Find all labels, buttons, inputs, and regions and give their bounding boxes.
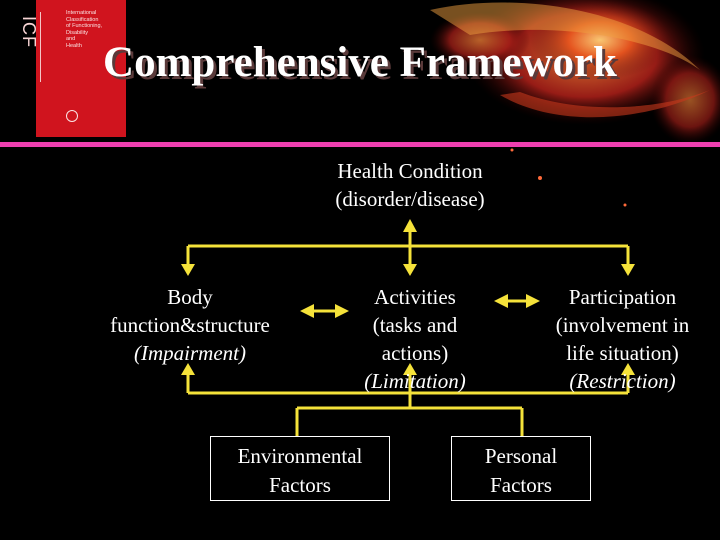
participation-line: (Restriction) — [569, 369, 676, 393]
icf-book-cover: ICF International Classification of Func… — [19, 0, 126, 137]
arrowhead-icon — [403, 219, 417, 232]
cover-line: of Functioning, — [66, 23, 103, 29]
title-divider — [0, 142, 720, 147]
activities-line: Activities — [374, 285, 456, 309]
arrowhead-icon — [403, 363, 417, 375]
arrowhead-icon — [526, 294, 540, 308]
personal-line: Factors — [490, 473, 552, 497]
arrowhead-icon — [300, 304, 314, 318]
cover-line: Disability — [66, 29, 89, 36]
activities-label: Activities (tasks and actions) (Limitati… — [345, 283, 485, 395]
body-function-label: Body function&structure (Impairment) — [80, 283, 300, 367]
arrowhead-icon — [181, 363, 195, 375]
cover-line: Classification — [66, 16, 99, 23]
cover-line: and — [66, 36, 76, 42]
health-condition-line: Health Condition — [337, 159, 483, 183]
activities-line: actions) — [381, 341, 449, 365]
personal-line: Personal — [484, 444, 558, 468]
participation-line: (involvement in — [555, 313, 690, 337]
body-line: (Impairment) — [134, 341, 246, 365]
body-line: Body — [167, 285, 213, 309]
arrowhead-icon — [181, 264, 195, 276]
body-line: function&structure — [110, 313, 270, 337]
participation-line: life situation) — [566, 341, 679, 365]
arrowhead-icon — [403, 264, 417, 276]
participation-label: Participation (involvement in life situa… — [535, 283, 710, 395]
environmental-factors-box: Environmental Factors — [210, 436, 390, 501]
cover-letters: ICF — [19, 12, 61, 82]
arrowhead-icon — [494, 294, 508, 308]
environmental-line: Environmental — [237, 444, 363, 468]
cover-line: Health — [66, 42, 82, 49]
slide-title: Comprehensive Framework — [103, 39, 617, 86]
participation-line: Participation — [568, 285, 677, 309]
cover-line: International — [66, 10, 97, 16]
title-area: Comprehensive Framework — [0, 0, 720, 100]
arrowhead-icon — [335, 304, 349, 318]
arrowhead-icon — [621, 363, 635, 375]
cover-text: International Classification of Function… — [66, 10, 124, 49]
personal-factors-box: Personal Factors — [451, 436, 591, 501]
health-condition-line: (disorder/disease) — [335, 187, 485, 211]
arrowhead-icon — [621, 264, 635, 276]
activities-line: (Limitation) — [364, 369, 466, 393]
environmental-line: Factors — [269, 473, 331, 497]
who-emblem-icon — [66, 110, 78, 122]
health-condition-label: Health Condition (disorder/disease) — [300, 157, 520, 213]
activities-line: (tasks and — [372, 313, 458, 337]
